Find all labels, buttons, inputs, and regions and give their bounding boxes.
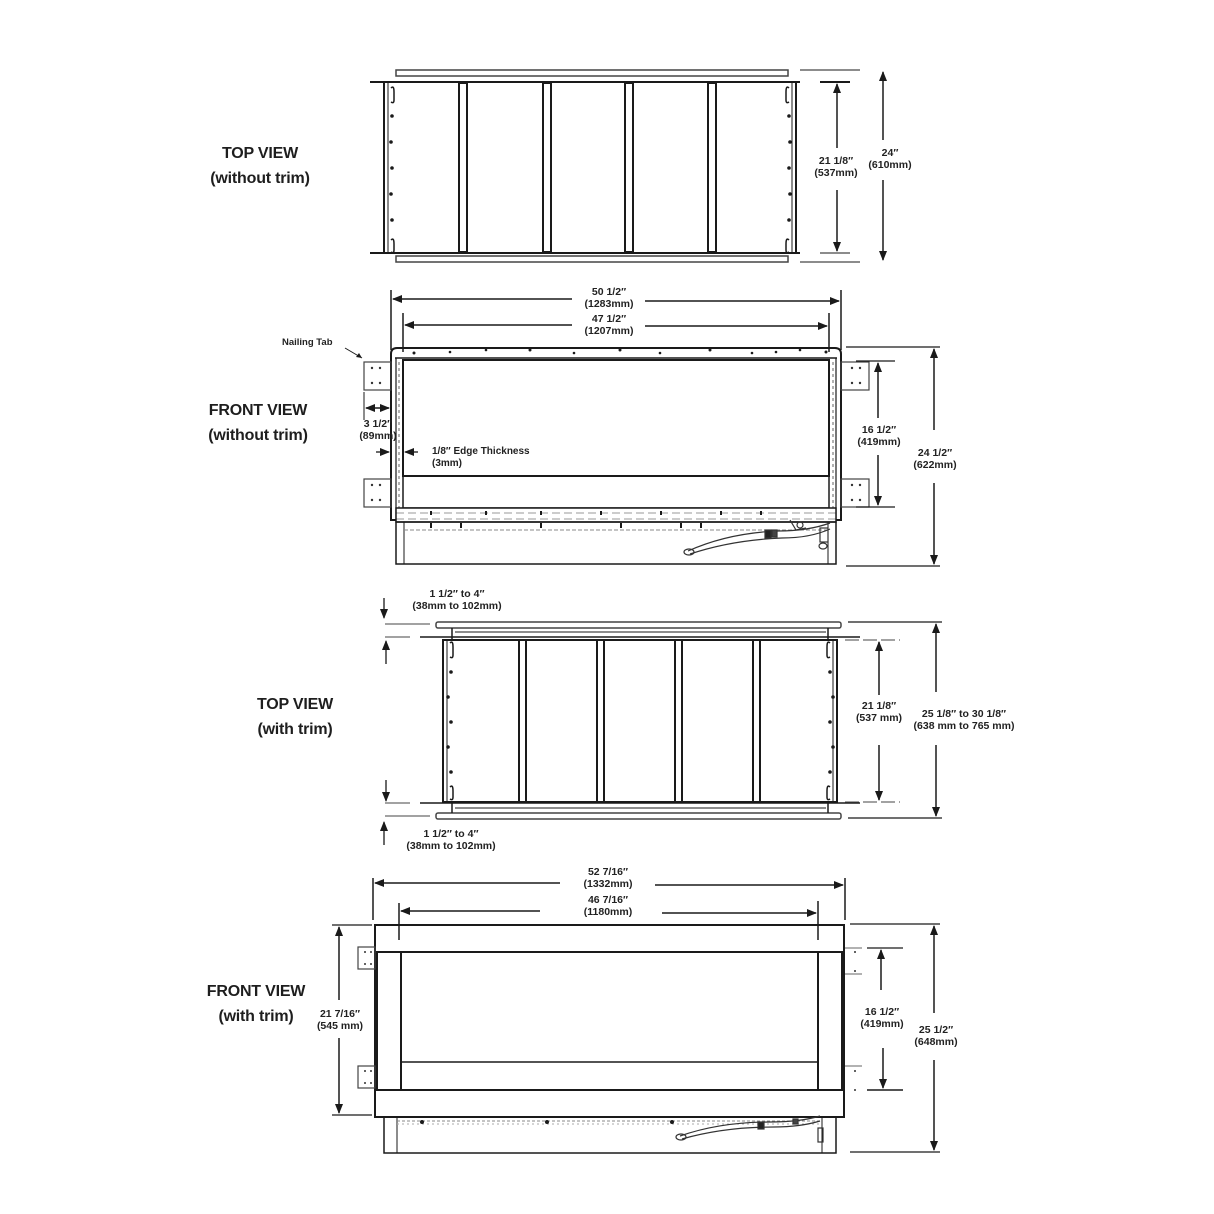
dim-front-without-trim-overall-width: 50 1/2″ (1283mm)	[573, 286, 645, 310]
dim-metric: (537mm)	[814, 167, 858, 179]
dim-imperial: 21 1/8″	[861, 700, 897, 712]
dim-imperial: 52 7/16″	[587, 866, 629, 878]
dim-metric: (419mm)	[857, 436, 901, 448]
view-title: FRONT VIEW	[208, 402, 308, 419]
dim-metric: (38mm to 102mm)	[412, 600, 502, 612]
dim-front-without-trim-opening-height: 16 1/2″ (419mm)	[851, 424, 907, 448]
dim-front-with-trim-overall-height: 25 1/2″ (648mm)	[906, 1024, 966, 1048]
dim-trim-offset-top: 1 1/2″ to 4″ (38mm to 102mm)	[392, 588, 522, 612]
dim-metric: (1207mm)	[584, 325, 634, 337]
front-view-with-trim-drawing	[332, 878, 940, 1154]
view-title-front-with-trim: FRONT VIEW (with trim)	[176, 979, 336, 1029]
dim-metric: (1332mm)	[583, 878, 633, 890]
view-subtitle: (without trim)	[210, 170, 310, 187]
dim-imperial: 16 1/2″	[861, 424, 897, 436]
dim-imperial: 24″	[881, 147, 899, 159]
dim-metric: (622mm)	[913, 459, 957, 471]
dim-metric: (537 mm)	[855, 712, 903, 724]
dim-front-with-trim-opening-height: 16 1/2″ (419mm)	[853, 1006, 911, 1030]
dim-metric: (1283mm)	[584, 298, 634, 310]
dim-metric: (1180mm)	[583, 906, 633, 918]
dim-imperial: 1 1/2″ to 4″	[423, 828, 479, 840]
view-subtitle: (with trim)	[257, 721, 333, 738]
dim-imperial: 1/8″ Edge Thickness	[432, 446, 530, 457]
dim-imperial: 1 1/2″ to 4″	[429, 588, 485, 600]
view-title: TOP VIEW	[256, 696, 334, 713]
view-title-top-without-trim: TOP VIEW (without trim)	[180, 141, 340, 191]
view-subtitle: (with trim)	[218, 1008, 294, 1025]
top-view-with-trim-drawing	[380, 598, 942, 845]
dim-imperial: 50 1/2″	[591, 286, 627, 298]
dim-imperial: 24 1/2″	[917, 447, 953, 459]
dim-top-with-trim-overall-depth: 25 1/8″ to 30 1/8″ (638 mm to 765 mm)	[905, 708, 1023, 732]
dim-metric: (610mm)	[868, 159, 912, 171]
view-title: FRONT VIEW	[206, 983, 306, 1000]
dim-front-with-trim-trim-height: 21 7/16″ (545 mm)	[310, 1008, 370, 1032]
dim-imperial: 21 1/8″	[818, 155, 854, 167]
dim-imperial: 25 1/2″	[918, 1024, 954, 1036]
view-title: TOP VIEW	[221, 145, 299, 162]
dim-imperial: 3 1/2″	[363, 418, 393, 430]
gas-valve-icon	[683, 519, 831, 556]
dim-trim-offset-bottom: 1 1/2″ to 4″ (38mm to 102mm)	[386, 828, 516, 852]
dim-imperial: 25 1/8″ to 30 1/8″	[921, 708, 1007, 720]
front-view-without-trim-drawing	[344, 290, 940, 567]
view-title-front-without-trim: FRONT VIEW (without trim)	[178, 398, 338, 448]
dim-metric: (545 mm)	[316, 1020, 364, 1032]
dim-imperial: 47 1/2″	[591, 313, 627, 325]
gas-valve-icon	[675, 1115, 824, 1143]
dim-front-without-trim-inner-width: 47 1/2″ (1207mm)	[573, 313, 645, 337]
dim-metric: (89mm)	[359, 430, 397, 442]
dim-edge-thickness: 1/8″ Edge Thickness (3mm)	[432, 446, 530, 470]
nailing-tab-label: Nailing Tab	[282, 337, 333, 348]
dim-nailing-tab-width: 3 1/2″ (89mm)	[354, 418, 402, 442]
view-subtitle: (without trim)	[208, 427, 308, 444]
dim-metric: (648mm)	[914, 1036, 958, 1048]
dim-front-with-trim-overall-width: 52 7/16″ (1332mm)	[566, 866, 650, 890]
dim-imperial: 16 1/2″	[864, 1006, 900, 1018]
dim-front-without-trim-overall-height: 24 1/2″ (622mm)	[904, 447, 966, 471]
dim-metric: (38mm to 102mm)	[406, 840, 496, 852]
dim-imperial: 46 7/16″	[587, 894, 629, 906]
dim-metric: (419mm)	[860, 1018, 904, 1030]
dim-top-without-trim-overall-depth: 24″ (610mm)	[860, 147, 920, 171]
dim-metric: (638 mm to 765 mm)	[913, 720, 1015, 732]
dim-top-with-trim-inner-depth: 21 1/8″ (537 mm)	[848, 700, 910, 724]
dim-metric: (3mm)	[432, 458, 463, 469]
dim-imperial: 21 7/16″	[319, 1008, 361, 1020]
dim-front-with-trim-inner-width: 46 7/16″ (1180mm)	[566, 894, 650, 918]
dim-top-without-trim-inner-depth: 21 1/8″ (537mm)	[808, 155, 864, 179]
view-title-top-with-trim: TOP VIEW (with trim)	[215, 692, 375, 742]
top-view-without-trim-drawing	[370, 69, 887, 263]
